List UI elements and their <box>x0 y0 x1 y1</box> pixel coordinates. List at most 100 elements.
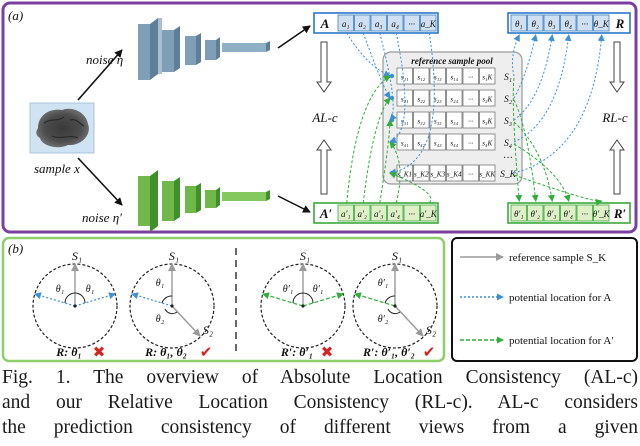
circle-top-label: S₁ <box>392 249 402 263</box>
pool-cell <box>396 164 413 182</box>
legend-label: reference sample S_K <box>509 252 606 264</box>
R-cell-label: θ₁ <box>515 19 523 29</box>
pool-cell-label: s₁K <box>482 74 493 82</box>
pool-cell <box>446 89 463 107</box>
angle-arc <box>292 292 314 304</box>
A-cell-label: a_K <box>421 19 437 29</box>
pool-cell <box>429 67 446 85</box>
pool-cell <box>413 111 430 129</box>
pool-cell <box>462 111 479 129</box>
noise-label: noise η <box>86 52 123 67</box>
pool-row-label: S₁ <box>504 73 512 83</box>
A-cell <box>403 14 420 32</box>
legend-label: potential location for A <box>509 292 611 304</box>
pool-row-label: S_K <box>500 170 517 180</box>
R-cell <box>543 14 560 32</box>
predicted-arrow <box>354 292 396 307</box>
A-prime-cell-label: a′₂ <box>357 209 367 219</box>
A-cell-label: ··· <box>408 19 415 29</box>
arrow-net-to-A <box>277 25 311 49</box>
rlc-arrows <box>609 41 625 195</box>
pool-cell <box>413 67 430 85</box>
pool-cell-label: s_KK <box>479 171 496 179</box>
pool-cell-label: s₄₁ <box>401 140 409 148</box>
pool-cell-label: s_K4 <box>447 171 462 179</box>
R-cell-label: θ₂ <box>531 19 539 29</box>
pool-cell-label: s₁₁ <box>401 74 409 82</box>
angle-label: θ₁ <box>86 284 94 295</box>
angle-label: θ′₁ <box>313 284 324 295</box>
A-cell-label: a₂ <box>358 19 366 29</box>
pool-cell <box>413 89 430 107</box>
R-prime-cell-label: θ′₃ <box>547 209 557 219</box>
A-cell-label: a₄ <box>391 19 399 29</box>
pool-cell-label: s₃₁ <box>401 118 409 126</box>
pool-cell <box>429 111 446 129</box>
arrow-sample-to-top-net <box>77 49 123 101</box>
pool-cell-label: ··· <box>468 96 474 104</box>
arrow-A-prime-to-pool <box>379 119 394 204</box>
R-prime-cell-label: θ′₂ <box>530 209 540 219</box>
arrow-pool-to-R <box>513 34 572 143</box>
arrow-pool-to-R-prime <box>513 121 555 202</box>
alc-arrows <box>316 41 332 195</box>
circle-caption: R′: θ′₁ <box>280 345 313 359</box>
pool-cell-label: s₁₃ <box>434 74 442 82</box>
pool-cell-label: s_K1 <box>397 171 412 179</box>
A-prime-cell-label: ··· <box>408 209 415 219</box>
pool-cell-label: ··· <box>468 118 474 126</box>
R-prime-label: R′ <box>613 206 627 221</box>
arrow-sample-to-bottom-net <box>77 157 123 206</box>
pool-cell <box>396 133 413 151</box>
check-icon: ✔ <box>423 343 436 361</box>
A-cell-label: a₃ <box>375 19 383 29</box>
angle-label: θ′₁ <box>378 278 389 289</box>
pool-cell-label: s₁₄ <box>450 74 458 82</box>
pool-cell-label: s₃₄ <box>450 118 458 126</box>
pool-title: reference sample pool <box>411 56 493 66</box>
A-prime-cell <box>337 204 354 222</box>
R-cell <box>510 14 527 32</box>
arrow-A-to-pool <box>379 32 397 121</box>
pool-cell-label: ··· <box>468 74 474 82</box>
A-cell <box>420 14 437 32</box>
cross-icon: ✖ <box>93 343 106 361</box>
pool-cell-label: s₂₄ <box>450 96 458 104</box>
pool-anchor-dot <box>389 95 395 101</box>
arrow-A-prime-to-pool <box>346 75 391 204</box>
A-prime-label: A′ <box>319 206 333 221</box>
A-prime-cell <box>370 204 387 222</box>
angle-label: θ′₁ <box>283 284 294 295</box>
angle-arc <box>161 295 173 304</box>
circle-caption: R: θ₁, θ₂ <box>144 345 187 359</box>
A-prime-cell <box>387 204 404 222</box>
circle-center <box>170 304 174 308</box>
pool-row-label: S₄ <box>504 139 512 149</box>
arrow-pool-to-R-prime <box>512 77 523 202</box>
bottom-network <box>138 170 270 232</box>
arrow-A-prime-to-pool <box>389 172 432 204</box>
caption-line: Fig. 1. The overview of Absolute Locatio… <box>2 367 638 388</box>
figure-caption: Fig. 1. The overview of Absolute Locatio… <box>2 365 638 440</box>
pool-cell-label: s_K3 <box>430 171 445 179</box>
reference-arrow-s2 <box>171 305 201 337</box>
A-cell <box>387 14 404 32</box>
pool-cell-label: s₃K <box>482 118 493 126</box>
panel-a-tag: (a) <box>8 8 23 23</box>
pool-cell <box>462 164 479 182</box>
R-prime-cell <box>510 204 527 222</box>
noise-prime-label: noise η′ <box>82 210 122 225</box>
R-cell-label: θ_K <box>594 19 610 29</box>
pool-cell <box>462 89 479 107</box>
sample-image <box>29 102 95 154</box>
A-prime-cell-label: a′₄ <box>390 209 400 219</box>
predicted-arrow <box>74 292 116 307</box>
predicted-arrow <box>131 292 173 307</box>
pool-cell <box>479 111 496 129</box>
pool-cell <box>413 164 430 182</box>
